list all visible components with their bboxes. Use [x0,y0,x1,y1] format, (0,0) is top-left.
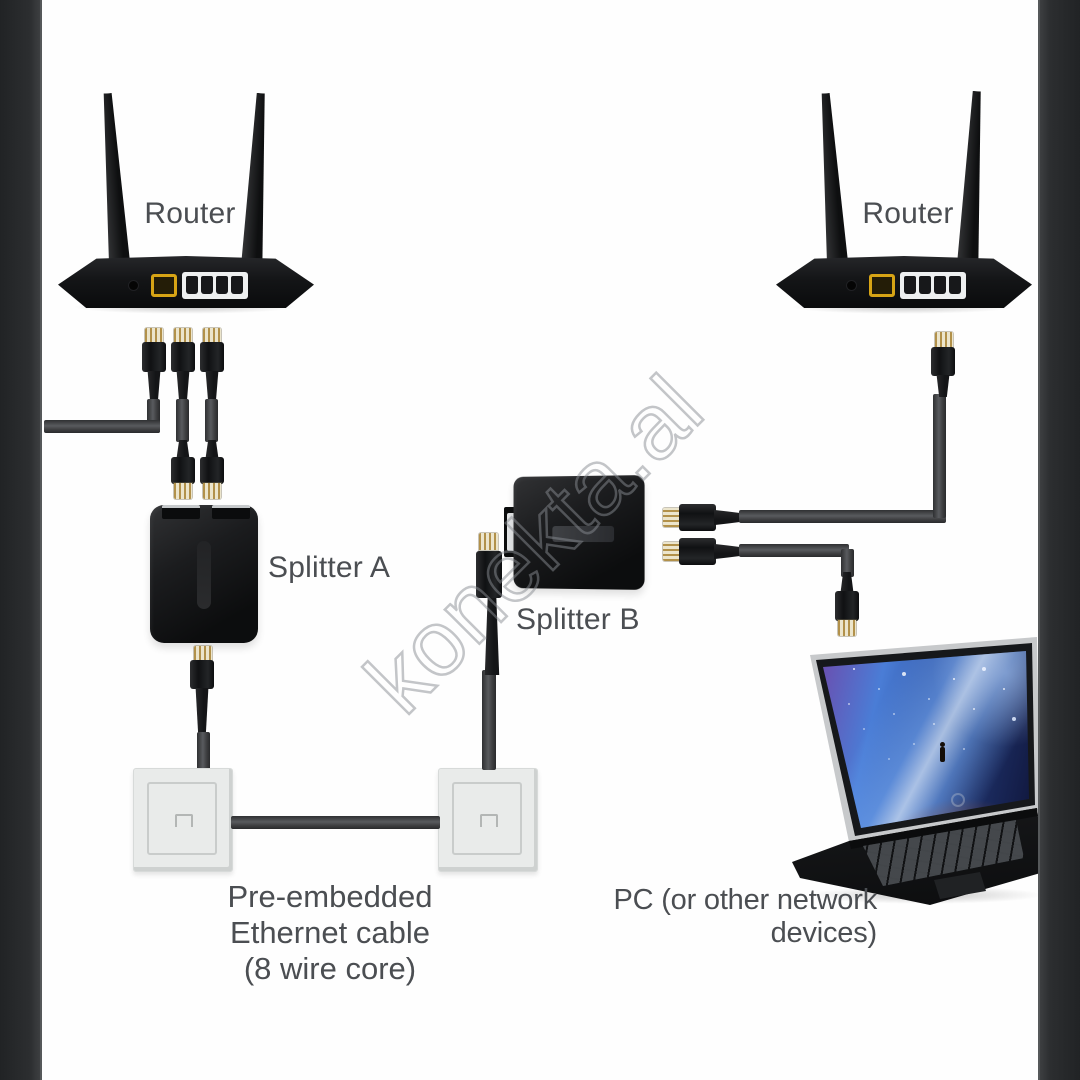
frame-bar-right [1038,0,1080,1080]
router-right-lan-port [949,276,961,294]
rj45-connector-body [200,457,224,484]
router-right-label: Router [862,197,954,230]
rj45-connector-tip [203,328,221,343]
caption-line: devices) [770,917,878,949]
rj45-connector-body [200,342,224,372]
wall-port-icon [480,814,498,827]
rj45-connector-tip [479,533,498,550]
splitter-a-label: Splitter A [268,551,391,584]
router-right-reset-button [847,281,856,290]
rj45-connector-body [835,591,859,621]
splitter-b-label: Splitter B [516,603,640,636]
router-left-lan-port [216,276,228,294]
laptop-display-wallpaper [823,651,1029,828]
embedded-cable-caption: Pre-embedded Ethernet cable (8 wire core… [175,879,485,987]
ethernet-cable [933,394,946,518]
rj45-connector-tip [174,328,192,343]
brand-logo-vertical [197,541,211,609]
ethernet-cable [482,670,496,770]
router-left-wan-port [151,274,177,297]
rj45-connector-body [142,342,166,372]
pc-caption: PC (or other network devices) [567,884,877,950]
wall-plate-frame [452,782,522,855]
router-right-lan-port [904,276,916,294]
ethernet-cable [197,732,210,770]
rj45-connector-boot [147,371,161,402]
ethernet-cable [44,420,160,433]
rj45-connector-boot [176,440,190,458]
rj45-connector-boot [195,688,209,734]
frame-bar-left [0,0,42,1080]
starfield [833,658,835,660]
router-right-lan-port [919,276,931,294]
router-left-antenna-right [240,93,271,276]
router-left-antenna-left [97,92,132,275]
router-right-wan-port [869,274,895,297]
splitter-a-port [162,505,200,519]
caption-line: Ethernet cable [230,915,430,950]
rj45-connector-boot [176,371,190,402]
rj45-connector-boot [205,371,219,402]
rj45-connector-tip [663,542,680,561]
rj45-connector-tip [663,508,680,527]
ethernet-cable [176,399,189,442]
router-right-antenna-left [815,92,850,275]
rj45-connector-tip [194,646,212,661]
router-left-lan-port [231,276,243,294]
router-right-lan-port [934,276,946,294]
wall-plate-frame [147,782,217,855]
splitter-b-port-latch [507,513,517,551]
router-left-lan-port [201,276,213,294]
rj45-connector-boot [840,572,854,592]
rj45-connector-tip [935,332,953,348]
rj45-connector-body [171,342,195,372]
caption-line: Pre-embedded [227,879,433,914]
rj45-connector-body [679,504,716,531]
laptop [788,628,1068,928]
router-right-antenna-right [956,91,987,274]
ethernet-cable [739,544,849,557]
rj45-connector-tip [838,620,856,636]
ethernet-cable [739,510,946,523]
person-silhouette [940,742,945,762]
rj45-connector-body [679,538,716,565]
rj45-connector-tip [174,483,192,499]
wall-plate-right [438,768,538,872]
rj45-connector-body [476,551,502,598]
rj45-connector-body [931,347,955,376]
ethernet-cable [841,549,854,577]
router-left-label: Router [144,197,236,230]
caption-line: (8 wire core) [243,951,417,986]
rj45-connector-boot [936,375,950,397]
rj45-connector-boot [714,509,743,526]
rj45-connector-tip [145,328,163,343]
rj45-connector-boot [205,440,219,458]
router-left-lan-port [186,276,198,294]
laptop-brand-logo [951,793,965,807]
rj45-connector-body [171,457,195,484]
rj45-connector-boot [714,543,743,560]
router-left-reset-button [129,281,138,290]
rj45-connector-tip [203,483,221,499]
ethernet-cable [205,399,218,442]
embedded-ethernet-cable [231,816,440,829]
wall-port-icon [175,814,193,827]
rj45-connector-body [190,660,214,689]
wall-plate-left [133,768,233,872]
splitter-a-port [212,505,250,519]
caption-line: PC (or other network [613,884,877,916]
